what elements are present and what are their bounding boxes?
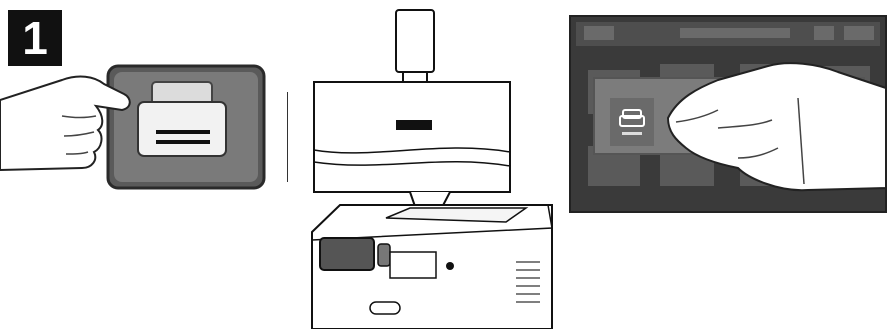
middle-panel xyxy=(300,0,565,329)
right-panel: × xyxy=(568,8,888,223)
control-panel-screen xyxy=(320,238,374,270)
printer-icon xyxy=(312,205,552,329)
usb-flash-drive-icon xyxy=(396,10,434,90)
step-number-badge: 1 xyxy=(8,10,62,66)
panel-divider xyxy=(287,92,288,182)
print-app-icon xyxy=(610,98,654,146)
printer-icon xyxy=(138,82,226,156)
left-panel xyxy=(0,60,280,195)
print-app-tile xyxy=(108,66,264,188)
